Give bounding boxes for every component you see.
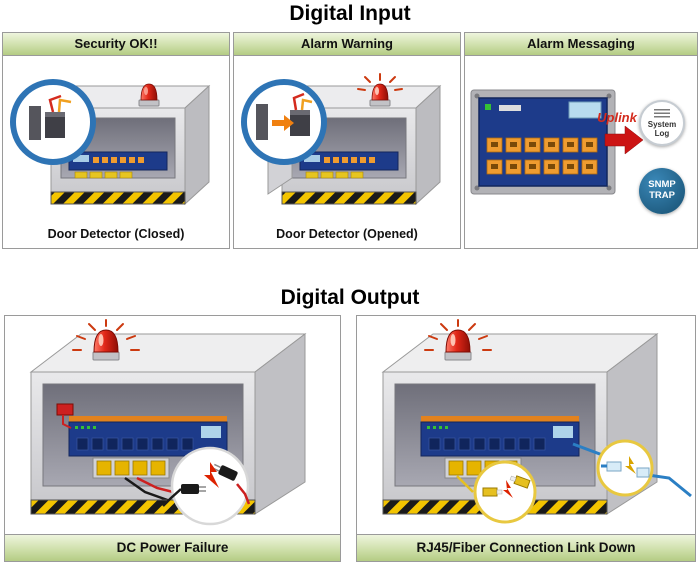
opened-cabinet-illustration	[241, 73, 442, 206]
power-failure-magnifier	[162, 446, 251, 526]
alarm-beacon-flashing-icon	[72, 319, 140, 361]
panel-alarm-warning-header: Alarm Warning	[234, 33, 460, 56]
panel-alarm-messaging-header: Alarm Messaging	[465, 33, 697, 56]
panel-alarm-warning: Alarm Warning	[233, 32, 461, 249]
panel-alarm-warning-caption: Door Detector (Opened)	[276, 227, 418, 241]
digital-input-title: Digital Input	[289, 2, 411, 25]
panel-security-ok-header: Security OK!!	[3, 33, 229, 56]
door-sensor-opened-magnifier	[241, 79, 327, 165]
alarm-beacon-icon	[138, 83, 160, 107]
panel-alarm-messaging: Alarm Messaging	[464, 32, 698, 249]
vdc-terminal-icon	[56, 403, 74, 429]
snmp-trap-badge: SNMP TRAP	[639, 168, 685, 214]
system-log-badge-label: System Log	[647, 119, 677, 138]
panel-dc-power-failure: DC Power Failure	[4, 315, 341, 562]
wall-mount-switch-icon	[470, 89, 616, 195]
alarm-beacon-flashing-icon	[357, 73, 403, 107]
switch-in-cabinet-icon	[68, 151, 168, 179]
system-log-badge: System Log	[639, 100, 685, 146]
panel-security-ok: Security OK!!	[2, 32, 230, 249]
log-lines-icon	[654, 108, 670, 118]
spark-icon	[503, 480, 513, 498]
link-down-illustration	[381, 319, 692, 524]
spark-icon	[625, 456, 636, 474]
panel-link-down-caption: RJ45/Fiber Connection Link Down	[357, 534, 695, 561]
power-wire-black	[124, 476, 174, 504]
dc-power-failure-illustration	[29, 319, 307, 526]
snmp-trap-badge-label: SNMP TRAP	[648, 179, 676, 201]
spark-icon	[204, 462, 219, 488]
switch-in-cabinet-icon	[299, 151, 399, 179]
uplink-arrow-icon	[604, 125, 644, 155]
door-sensor-closed-magnifier	[10, 79, 96, 165]
rack-switch-icon	[68, 416, 228, 479]
hazard-stripe	[50, 191, 186, 205]
fiber-cable	[456, 475, 474, 493]
closed-cabinet-illustration	[10, 79, 211, 206]
industrial-switch-illustration	[470, 89, 644, 195]
uplink-label: Uplink	[597, 110, 637, 125]
hazard-stripe	[281, 191, 417, 205]
rj45-disconnect-magnifier	[596, 439, 654, 497]
alarm-beacon-flashing-icon	[424, 319, 492, 361]
panel-security-ok-caption: Door Detector (Closed)	[47, 227, 185, 241]
fiber-disconnect-magnifier	[473, 460, 537, 524]
digital-output-title: Digital Output	[280, 286, 420, 309]
panel-link-down: RJ45/Fiber Connection Link Down	[356, 315, 696, 562]
panel-dc-power-failure-caption: DC Power Failure	[5, 534, 340, 561]
separation-arrow-icon	[272, 115, 294, 131]
